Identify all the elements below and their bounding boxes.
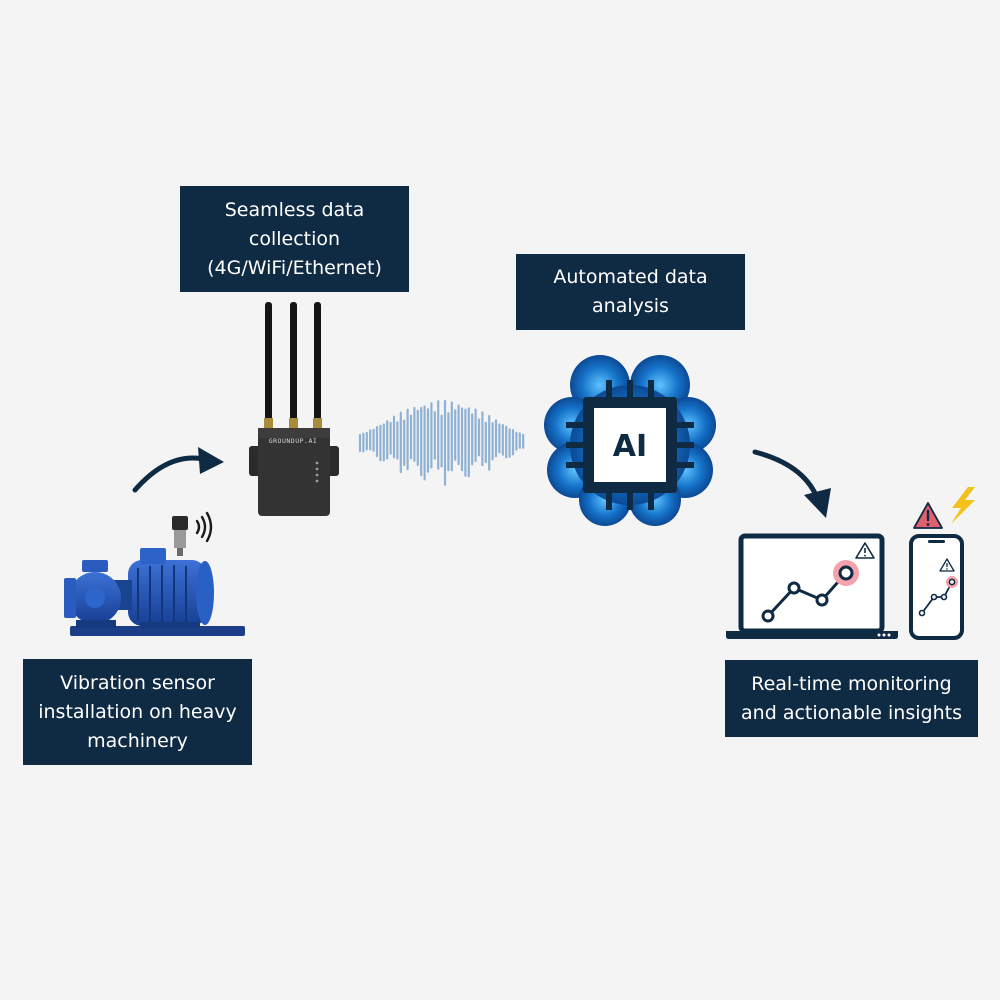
insights-line-1: Real-time monitoring	[751, 672, 952, 695]
data-analysis-line-2: analysis	[592, 295, 669, 317]
wireless-signal-icon	[195, 511, 213, 543]
insights-line-2: and actionable insights	[741, 701, 962, 724]
sensor-installation-line-2: installation on heavy	[38, 700, 237, 723]
phone-image	[909, 534, 964, 640]
arrow-icon	[752, 449, 831, 518]
laptop-image	[726, 533, 898, 639]
data-analysis-label: Automated data analysis	[516, 254, 745, 330]
insights-label: Real-time monitoring and actionable insi…	[725, 660, 978, 737]
warning-icon	[939, 558, 955, 572]
lightning-bolt-icon	[951, 487, 975, 524]
data-collection-line-2: collection	[248, 227, 341, 250]
data-collection-label: Seamless data collection (4G/WiFi/Ethern…	[180, 186, 409, 292]
waveform-icon	[358, 400, 525, 486]
data-analysis-line-1: Automated data	[553, 266, 708, 288]
pump-machine-image	[64, 548, 245, 636]
data-collection-line-3: (4G/WiFi/Ethernet)	[207, 256, 382, 279]
sensor-installation-line-1: Vibration sensor	[60, 671, 215, 694]
warning-icon	[855, 542, 875, 559]
warning-icon	[913, 502, 943, 529]
sensor-installation-line-3: machinery	[87, 729, 188, 752]
vibration-sensor-image	[172, 516, 188, 556]
data-collection-line-1: Seamless data	[224, 198, 365, 221]
router-brand-text: GROUNDUP.AI	[269, 437, 318, 445]
router-device-image	[249, 302, 339, 516]
ai-brain-image	[544, 355, 716, 526]
sensor-installation-label: Vibration sensor installation on heavy m…	[23, 659, 252, 765]
arrow-icon	[132, 447, 224, 493]
ai-chip-text: AI	[613, 429, 647, 464]
